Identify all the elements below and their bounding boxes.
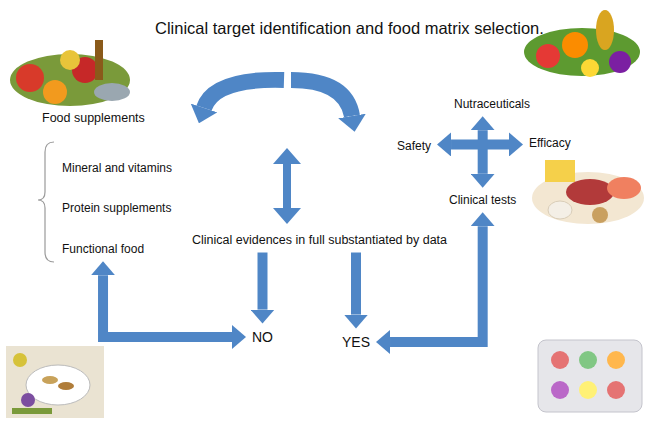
meat: [566, 179, 614, 205]
node-text: Clinical evidences in full substantiated…: [192, 233, 447, 248]
fish: [94, 83, 130, 101]
blister-pack: [538, 340, 642, 412]
node-text: Food supplements: [42, 111, 145, 126]
pill: [551, 351, 569, 369]
block-arrow: [478, 130, 488, 174]
bracket: [38, 142, 54, 262]
orange: [43, 80, 67, 104]
lemon: [60, 50, 80, 70]
pill: [551, 381, 569, 399]
cheese: [545, 160, 575, 182]
bowl: [26, 365, 90, 405]
herbs-photo: [6, 346, 104, 418]
flower: [13, 353, 27, 367]
text-node: Clinical evidences in full substantiated…: [190, 232, 449, 249]
block-arrow: [451, 139, 509, 149]
node-text: Safety: [397, 139, 431, 153]
capsule: [58, 382, 74, 390]
node-text: Functional food: [62, 242, 144, 256]
bottle: [95, 40, 103, 80]
node-text: YES: [342, 334, 370, 351]
node-text: Protein supplements: [62, 201, 171, 215]
node-text: Clinical tests: [449, 193, 516, 207]
node-text: Mineral and vitamins: [62, 161, 172, 175]
flower: [21, 393, 35, 407]
banana: [581, 59, 599, 77]
egg: [548, 201, 572, 219]
text-node: Protein supplements: [60, 200, 173, 216]
tomato: [16, 64, 44, 92]
node-text: Efficacy: [529, 136, 571, 150]
text-node: Clinical tests: [447, 192, 518, 208]
text-node: Nutraceuticals: [452, 96, 532, 112]
double-arrow: [283, 164, 291, 208]
curved-arrow: [291, 80, 352, 116]
text-node: Food supplements: [40, 110, 147, 127]
pill: [607, 351, 625, 369]
text-node: NO: [250, 328, 275, 347]
text-node: Efficacy: [527, 135, 573, 151]
nuts: [592, 207, 608, 223]
salmon: [607, 177, 641, 199]
text-node: Mineral and vitamins: [60, 160, 174, 176]
herb-sprig: [12, 408, 52, 414]
pill: [579, 351, 597, 369]
grapes: [609, 51, 631, 73]
capsule: [42, 376, 58, 384]
text-node: Safety: [395, 138, 433, 154]
pill: [579, 381, 597, 399]
pineapple: [596, 10, 614, 50]
orange: [562, 32, 588, 58]
block-arrow: [258, 253, 268, 310]
text-node: Functional food: [60, 241, 146, 257]
block-arrow: [351, 253, 361, 315]
pill: [607, 381, 625, 399]
diagram-title: Clinical target identification and food …: [155, 19, 544, 38]
node-text: NO: [252, 329, 273, 346]
curved-arrow: [204, 80, 284, 108]
strawberry: [536, 44, 560, 68]
block-arrow: [103, 275, 232, 337]
text-node: YES: [340, 333, 372, 352]
node-text: Nutraceuticals: [454, 97, 530, 111]
